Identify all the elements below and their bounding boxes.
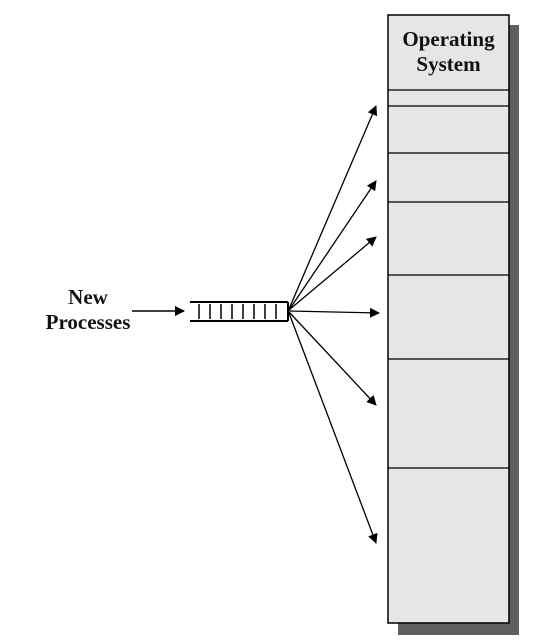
memory-column xyxy=(387,14,510,624)
process-queue xyxy=(190,301,289,322)
os-label-line1: Operating xyxy=(402,27,495,51)
dispatch-arrow xyxy=(288,105,378,310)
partition-boundaries xyxy=(388,89,509,469)
dispatch-arrow xyxy=(288,180,377,311)
dispatch-arrow xyxy=(288,312,378,544)
new-processes-line1: New xyxy=(68,285,108,309)
dispatch-arrow xyxy=(288,236,377,311)
operating-system-label: Operating System xyxy=(388,27,509,77)
os-label-line2: System xyxy=(416,52,481,76)
dispatch-arrow xyxy=(288,307,380,318)
dispatch-arrows xyxy=(288,105,380,544)
new-processes-label: New Processes xyxy=(28,285,148,335)
new-processes-line2: Processes xyxy=(45,310,131,334)
dispatch-arrow xyxy=(288,311,377,406)
